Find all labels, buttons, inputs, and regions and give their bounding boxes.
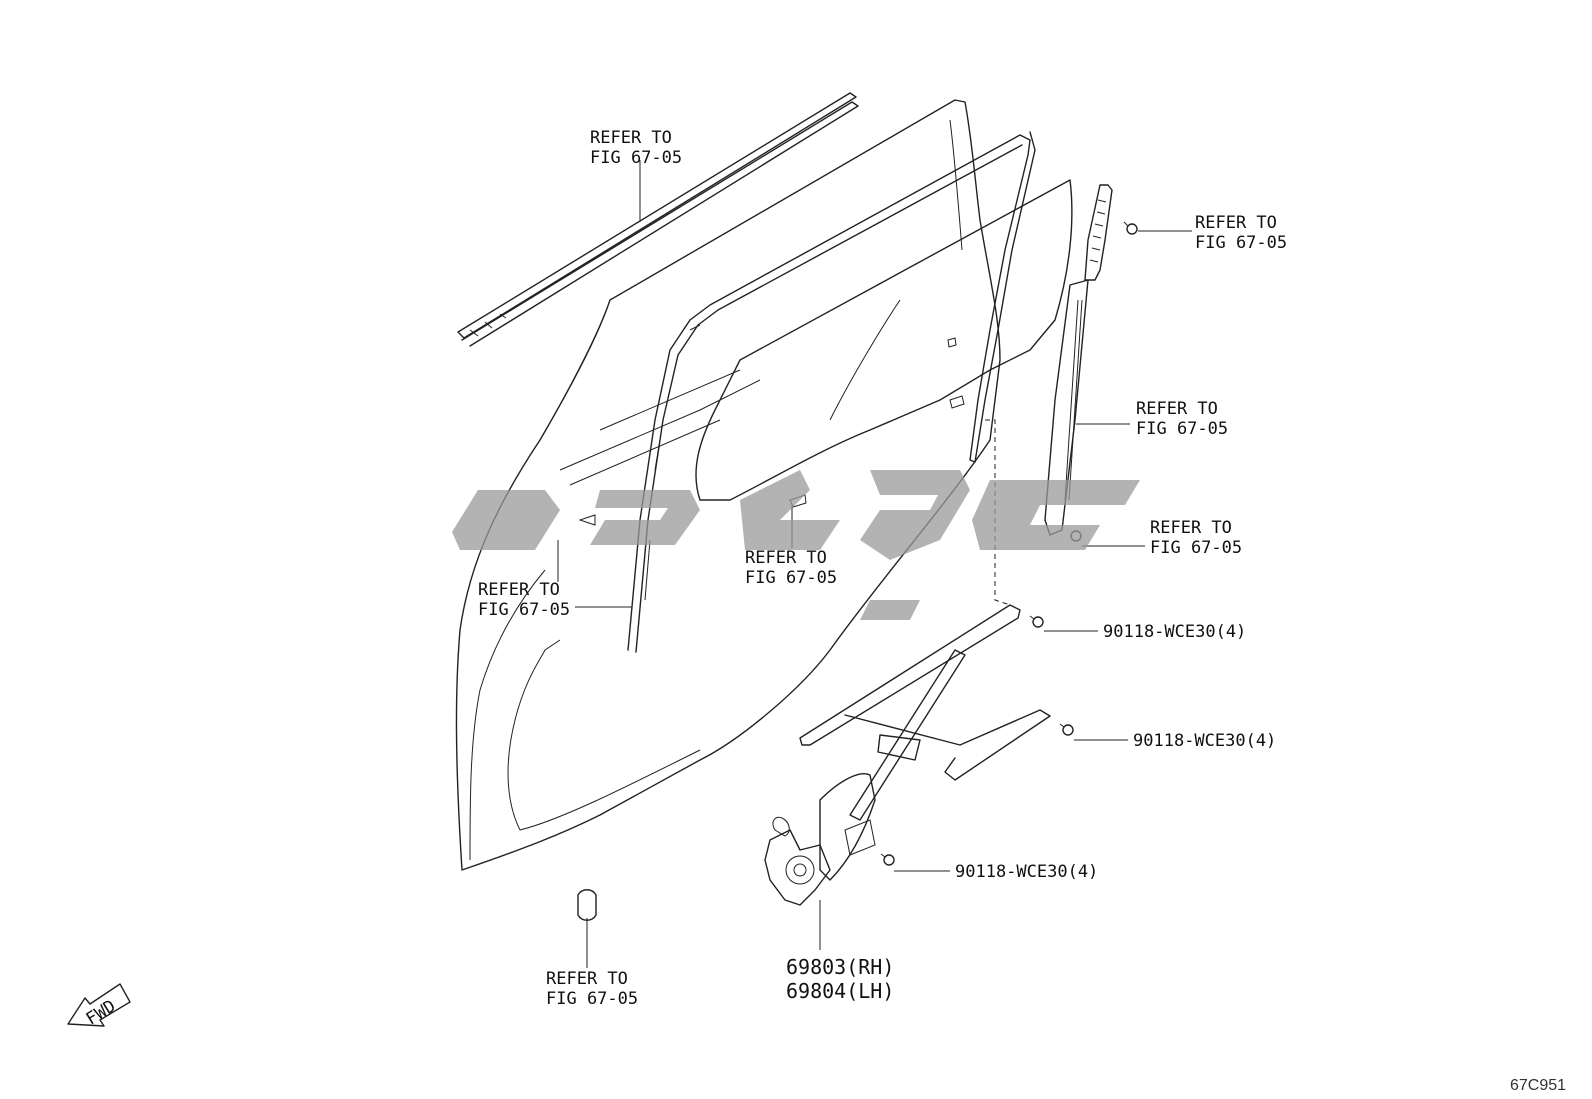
label-bolt-3: 90118-WCE30(4)	[955, 862, 1098, 882]
svg-text:REFER TO: REFER TO	[1150, 518, 1232, 538]
svg-text:FIG 67-05: FIG 67-05	[1136, 419, 1228, 439]
svg-text:REFER TO: REFER TO	[546, 969, 628, 989]
svg-text:REFER TO: REFER TO	[590, 128, 672, 148]
bolt-icon	[1059, 723, 1074, 736]
label-refer-top-belt: REFER TO FIG 67-05	[590, 128, 682, 168]
label-bolt-1: 90118-WCE30(4)	[1103, 622, 1246, 642]
window-regulator	[764, 604, 1051, 906]
door-glass	[695, 179, 1073, 508]
svg-text:FIG 67-05: FIG 67-05	[590, 148, 682, 168]
svg-text:REFER TO: REFER TO	[1195, 213, 1277, 233]
hole-plug	[577, 889, 597, 921]
svg-text:FIG 67-05: FIG 67-05	[1195, 233, 1287, 253]
label-regulator-lh: 69804(LH)	[786, 979, 894, 1003]
svg-text:FIG 67-05: FIG 67-05	[1150, 538, 1242, 558]
label-refer-glass: REFER TO FIG 67-05	[745, 548, 837, 588]
label-refer-right-top: REFER TO FIG 67-05	[1195, 213, 1287, 253]
leader-lines	[557, 160, 1192, 968]
svg-text:REFER TO: REFER TO	[1136, 399, 1218, 419]
svg-text:REFER TO: REFER TO	[478, 580, 560, 600]
figure-code: 67C951	[1510, 1077, 1566, 1094]
label-refer-left-run: REFER TO FIG 67-05	[478, 580, 570, 620]
label-refer-right-clip: REFER TO FIG 67-05	[1150, 518, 1242, 558]
bolt-icon	[880, 853, 895, 866]
fwd-arrow-icon: FWD	[67, 983, 131, 1030]
label-bolt-2: 90118-WCE30(4)	[1133, 731, 1276, 751]
rear-lower-sash-channel	[1044, 184, 1113, 536]
svg-text:FIG 67-05: FIG 67-05	[745, 568, 837, 588]
svg-text:REFER TO: REFER TO	[745, 548, 827, 568]
label-regulator-rh: 69803(RH)	[786, 955, 894, 979]
watermark-logo	[452, 470, 1140, 620]
svg-text:FIG 67-05: FIG 67-05	[478, 600, 570, 620]
label-refer-hole-plug: REFER TO FIG 67-05	[546, 969, 638, 1009]
belt-weatherstrip	[457, 92, 859, 347]
bolt-icon	[1029, 615, 1044, 628]
label-refer-right-channel: REFER TO FIG 67-05	[1136, 399, 1228, 439]
bolt-icon	[1123, 221, 1138, 235]
svg-text:FIG 67-05: FIG 67-05	[546, 989, 638, 1009]
